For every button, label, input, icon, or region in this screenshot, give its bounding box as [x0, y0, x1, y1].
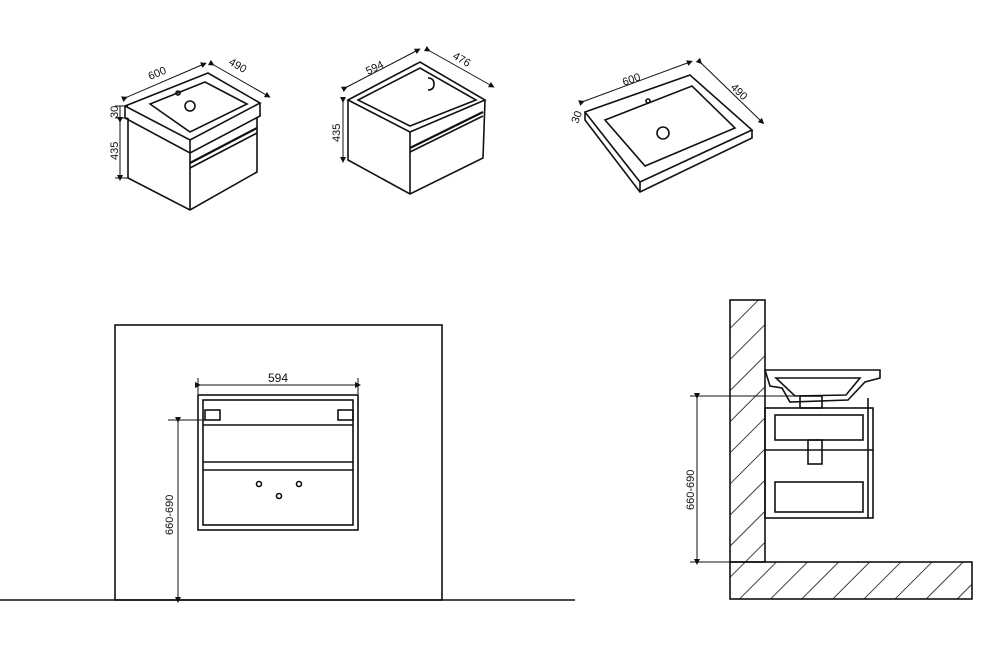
iso-cabinet-view: 594 476 435 — [331, 45, 495, 195]
iso-vanity-width-label: 600 — [147, 65, 169, 83]
iso-vanity-depth-label: 490 — [227, 56, 249, 76]
iso-cabinet-depth-label: 476 — [451, 50, 473, 70]
front-view: 594 660-690 — [0, 324, 575, 603]
iso-basin-depth-label: 490 — [728, 82, 750, 103]
iso-basin-view: 600 490 30 — [570, 57, 765, 194]
iso-cabinet-height-label: 435 — [331, 124, 343, 142]
side-mount-height-label: 660-690 — [685, 470, 697, 510]
iso-vanity-basin-height-label: 30 — [109, 106, 121, 118]
iso-basin-width-label: 600 — [621, 71, 642, 89]
side-view: 660-690 — [685, 299, 973, 600]
iso-vanity-view: 600 490 30 435 — [109, 56, 271, 211]
iso-basin-height-label: 30 — [570, 109, 585, 125]
iso-vanity-cabinet-height-label: 435 — [109, 142, 121, 160]
front-mount-height-label: 660-690 — [164, 495, 176, 535]
iso-cabinet-width-label: 594 — [364, 59, 386, 78]
front-width-label: 594 — [268, 371, 288, 385]
